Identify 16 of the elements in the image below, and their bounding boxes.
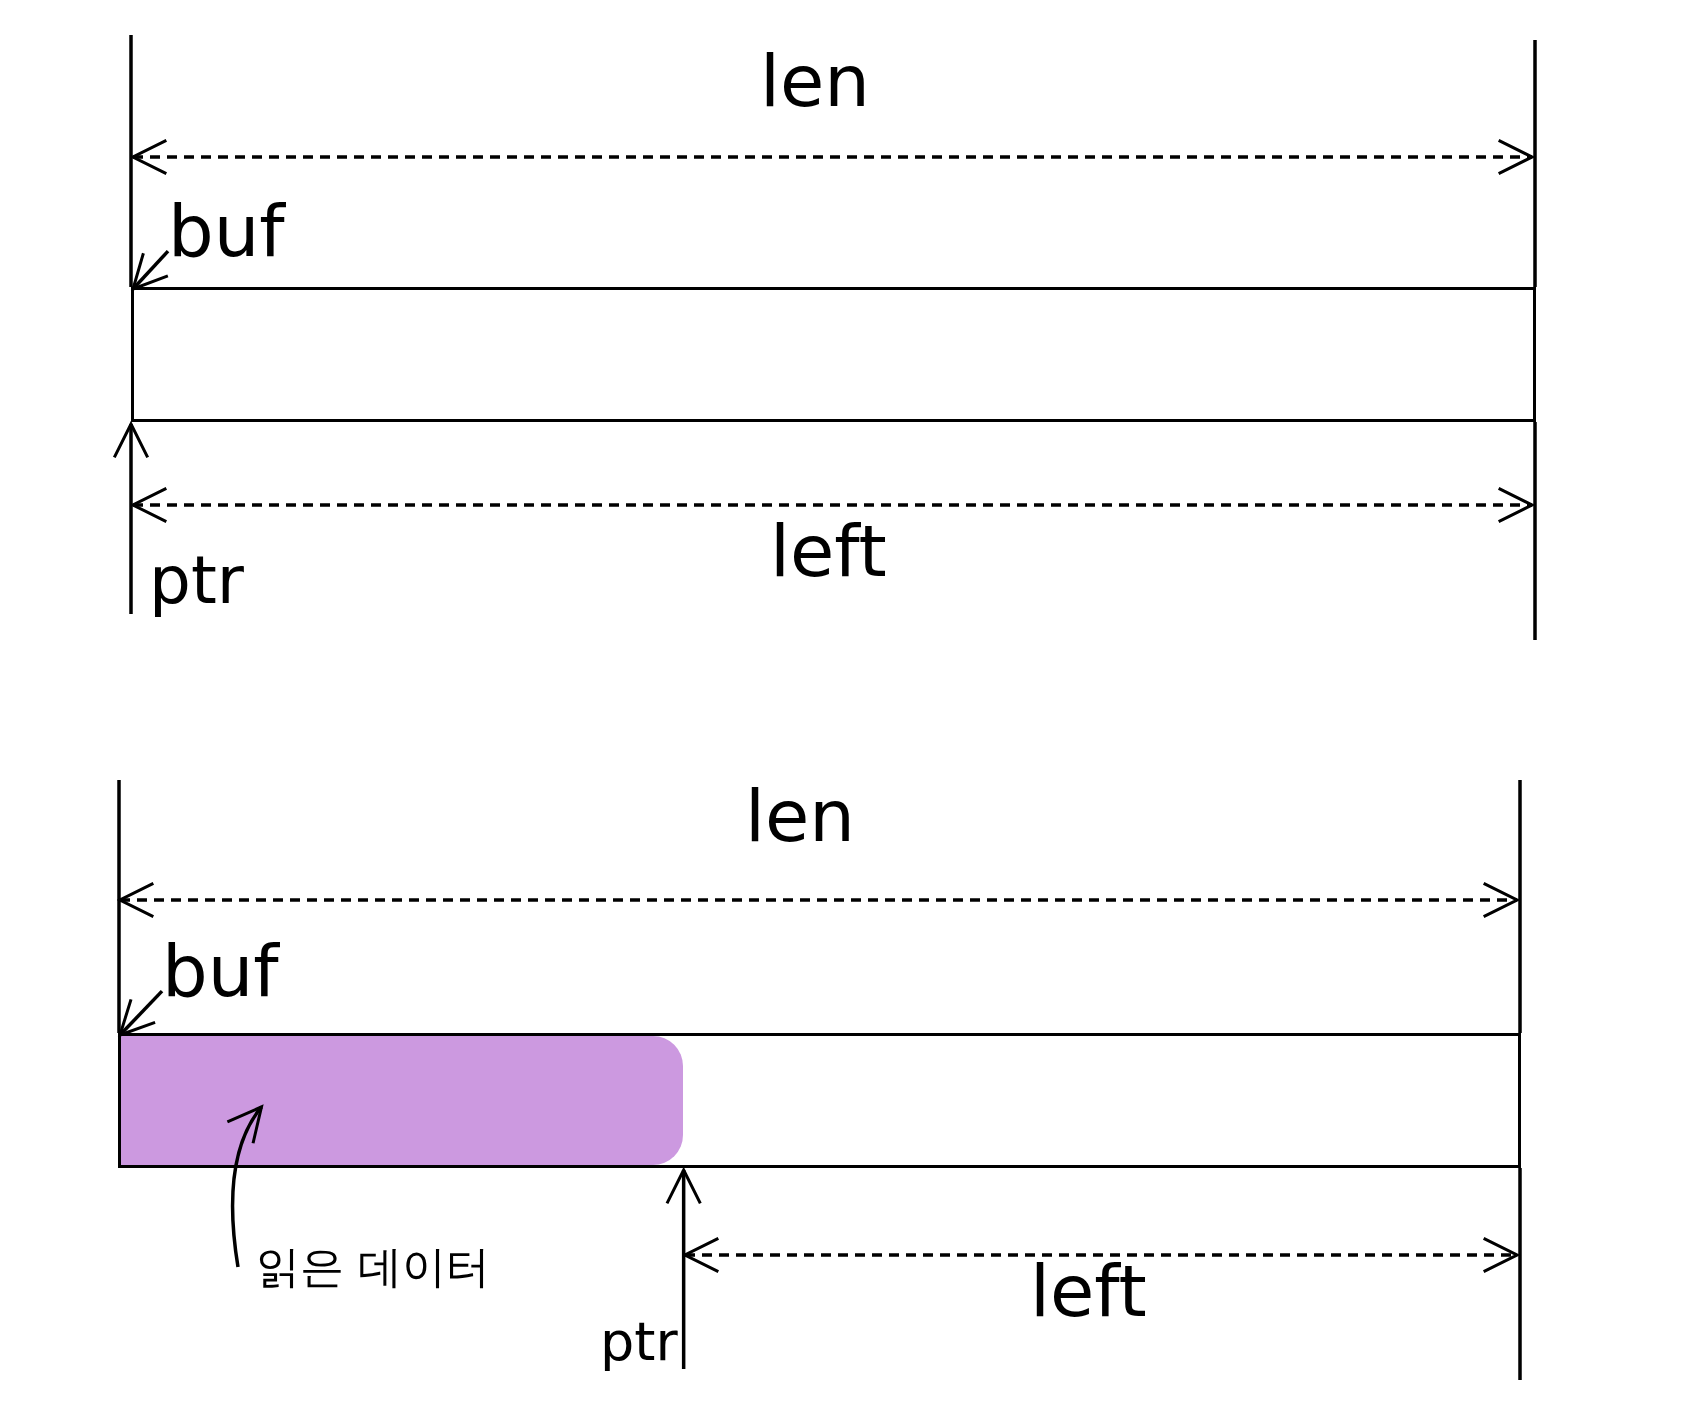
arrow [226,1105,263,1268]
dimension-label: left [770,515,887,587]
buffer-bar [131,287,1536,422]
arrow [112,422,150,614]
pointer-label: ptr [600,1315,684,1369]
pointer-label: buf [162,935,279,1007]
pointer-label: buf [168,195,285,267]
arrow [665,1168,702,1369]
dimension-label: len [760,45,870,117]
highlighted-region [121,1036,683,1165]
annotation-text: 읽은 데이터 [256,1245,490,1289]
arrow [118,989,164,1037]
dimension-label: len [745,780,855,852]
arrow [131,249,170,291]
dimension-label: left [1030,1255,1147,1327]
buffer-bar [118,1033,1521,1168]
